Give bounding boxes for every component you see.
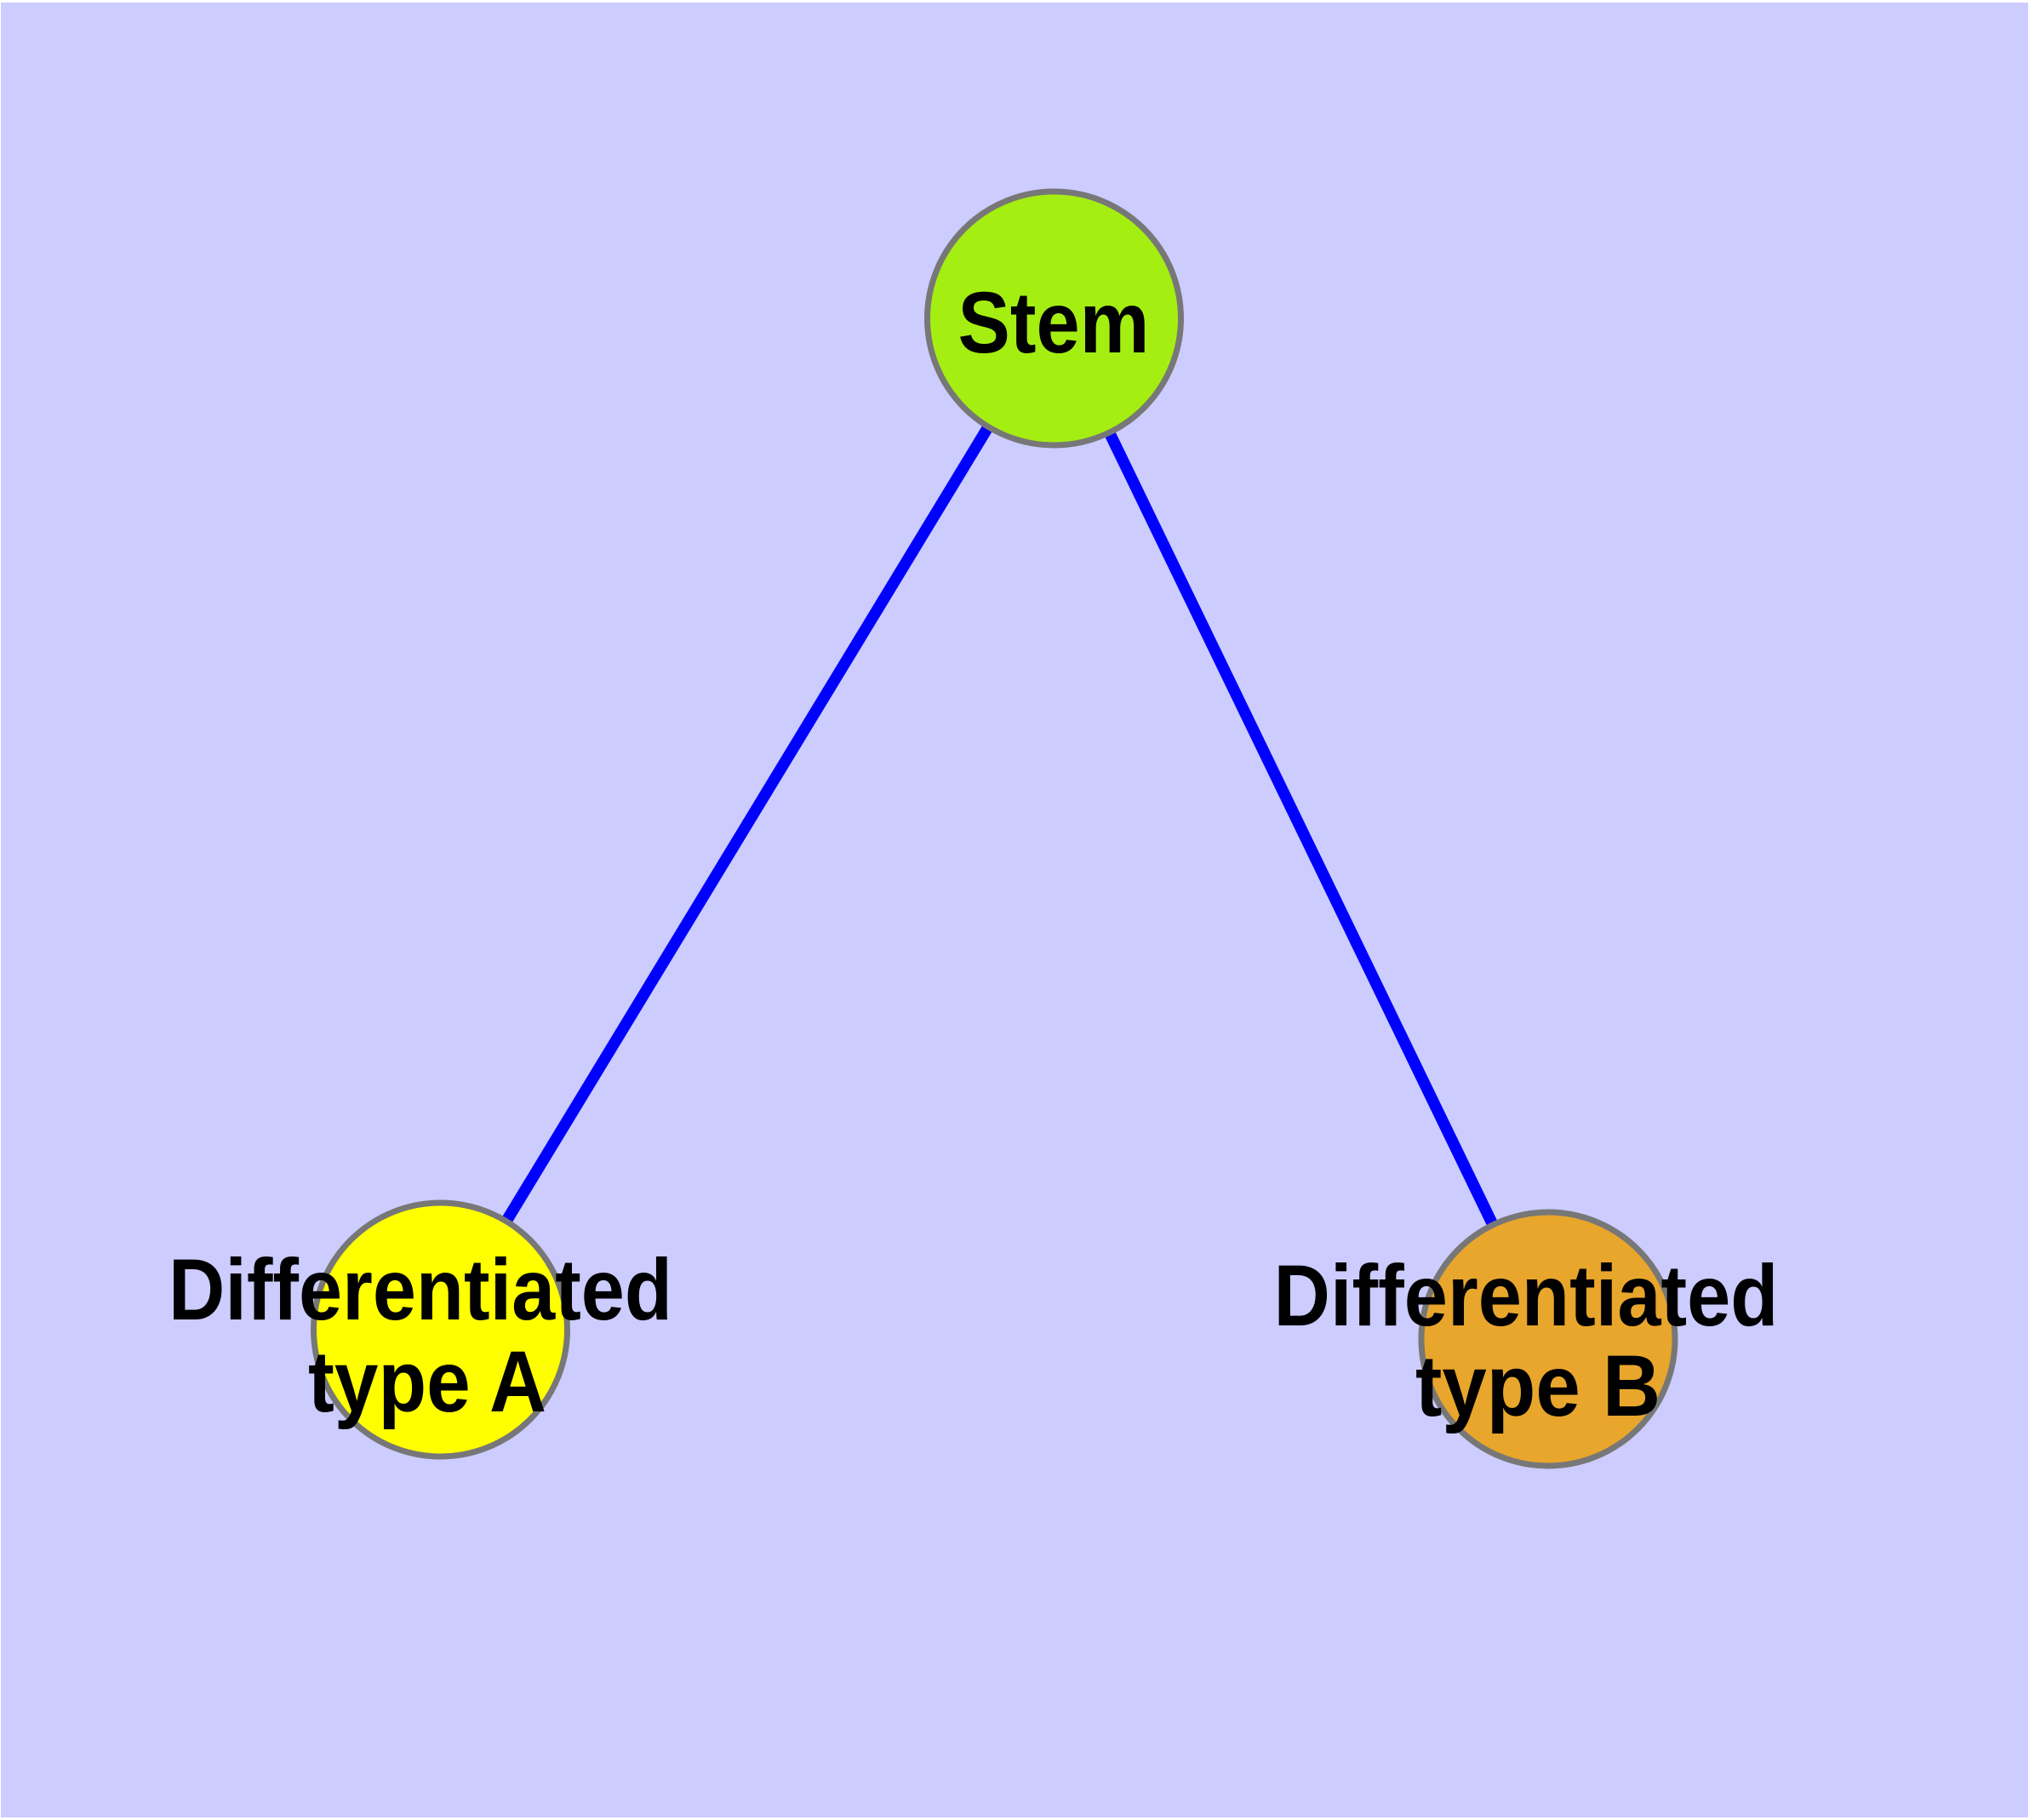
- node-stem: [924, 188, 1184, 449]
- node-label-stem-line1: Stem: [958, 274, 1150, 371]
- edge-stem-diff_b: [1049, 316, 1554, 1342]
- node-diff_a: [311, 1199, 570, 1460]
- edge-stem-diff_a: [435, 315, 1060, 1333]
- edges-layer: [435, 315, 1554, 1342]
- node-label-diff_b-line1: Differentiated: [1274, 1247, 1779, 1344]
- node-label-diff_b-line2: type B: [1415, 1337, 1660, 1434]
- node-label-diff_a-line1: Differentiated: [169, 1241, 672, 1338]
- nodes-layer: [311, 188, 1678, 1469]
- node-diff_b: [1418, 1209, 1678, 1469]
- node-label-diff_a-line2: type A: [308, 1333, 546, 1430]
